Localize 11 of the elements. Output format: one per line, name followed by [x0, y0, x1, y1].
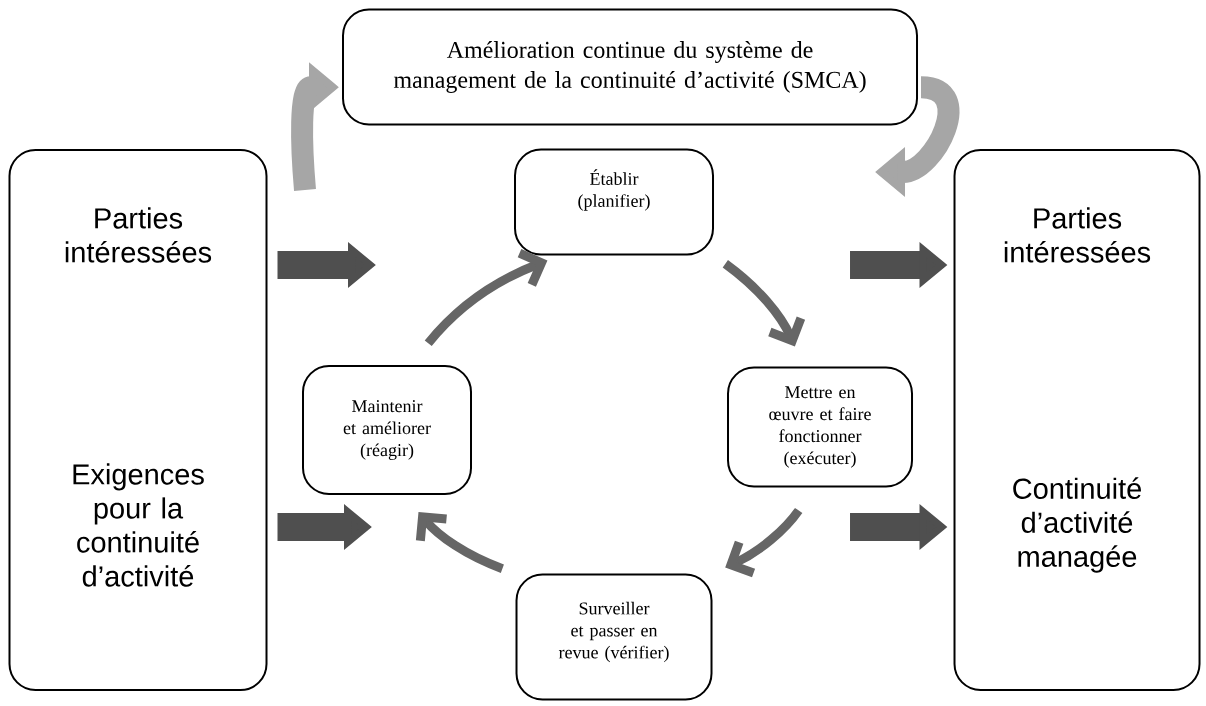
- stakeholder-box: Parties intéressées Exigences pour la continuité d’activité: [8, 149, 268, 691]
- cycle-arrow: [415, 511, 504, 573]
- stakeholder-box: Parties intéressées Continuité d’activité managée: [953, 149, 1201, 691]
- process-box: Amélioration continue du système de management de la continuité d’activité (SMCA): [342, 8, 918, 126]
- cycle-arrow: [424, 249, 548, 347]
- process-box: Établir (planifier): [514, 148, 714, 256]
- process-box: Mettre en œuvre et faire fonctionner (exécuter): [727, 366, 913, 488]
- cycle-arrow: [725, 507, 803, 578]
- cycle-arrow: [722, 260, 806, 347]
- process-box: Surveiller et passer en revue (vérifier): [515, 573, 713, 701]
- process-box: Maintenir et améliorer (réagir): [302, 365, 472, 495]
